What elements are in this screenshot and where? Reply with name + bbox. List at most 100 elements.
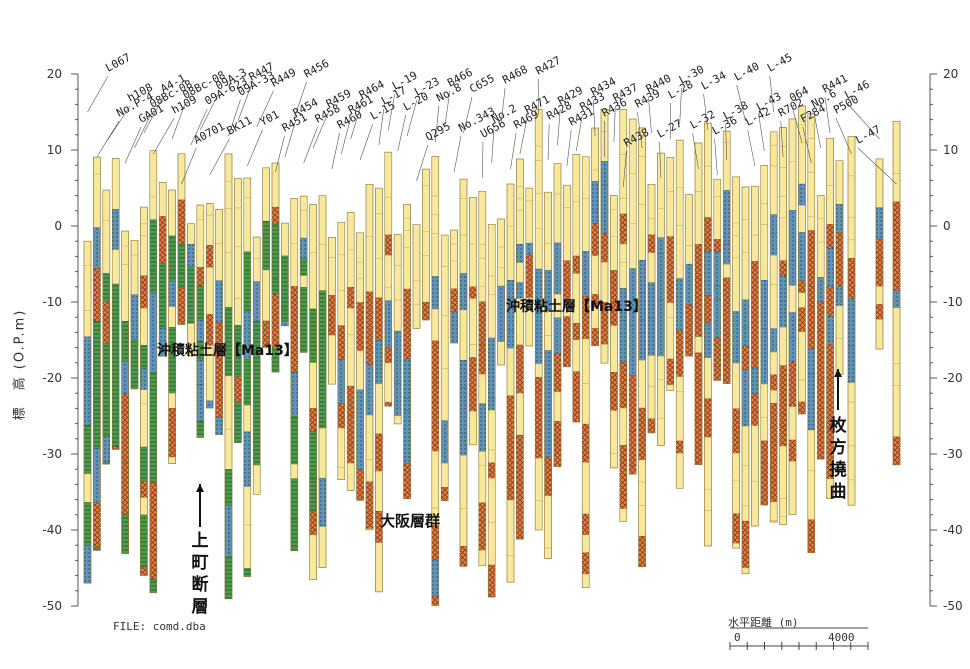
stratum-pattern bbox=[516, 345, 524, 394]
stratum-pattern bbox=[93, 502, 101, 548]
stratum-pattern bbox=[319, 290, 326, 334]
stratum-layer bbox=[732, 363, 740, 409]
stratum-layer bbox=[638, 156, 646, 205]
stratum-pattern bbox=[309, 512, 317, 535]
stratum-pattern bbox=[309, 479, 317, 513]
stratum-layer bbox=[215, 243, 223, 281]
stratum-layer bbox=[657, 379, 665, 420]
borehole-column bbox=[309, 204, 317, 580]
stratum-layer bbox=[394, 299, 402, 332]
stratum-pattern bbox=[149, 482, 157, 539]
stratum-pattern bbox=[836, 204, 843, 233]
stratum-pattern bbox=[525, 243, 533, 255]
borehole-leader-line bbox=[491, 126, 495, 164]
stratum-pattern bbox=[178, 244, 185, 258]
borehole-outline bbox=[346, 212, 355, 491]
borehole-outline bbox=[375, 187, 383, 593]
stratum-layer bbox=[497, 218, 505, 248]
stratum-layer bbox=[469, 197, 477, 245]
stratum-layer bbox=[140, 403, 148, 448]
borehole-column bbox=[469, 197, 477, 446]
stratum-pattern bbox=[178, 257, 185, 273]
stratum-pattern bbox=[84, 502, 91, 546]
stratum-pattern bbox=[488, 565, 496, 598]
borehole-leader-line bbox=[416, 144, 429, 182]
stratum-pattern bbox=[102, 408, 110, 437]
stratum-pattern bbox=[507, 280, 514, 299]
stratum-layer bbox=[647, 355, 656, 387]
stratum-layer bbox=[121, 264, 129, 322]
stratum-pattern bbox=[450, 288, 458, 312]
stratum-pattern bbox=[582, 424, 590, 463]
stratum-pattern bbox=[319, 478, 326, 527]
borehole-label: Q295 bbox=[423, 120, 453, 144]
stratum-layer bbox=[535, 228, 543, 270]
stratum-layer bbox=[478, 550, 486, 566]
stratum-layer bbox=[243, 405, 252, 433]
borehole-leader-line bbox=[87, 75, 109, 113]
stratum-layer bbox=[187, 223, 195, 245]
borehole-leader-line bbox=[679, 87, 682, 125]
y-tick-label-right: -10 bbox=[943, 295, 963, 309]
stratum-pattern bbox=[695, 352, 702, 382]
stratum-pattern bbox=[760, 476, 768, 506]
stratum-pattern bbox=[431, 382, 439, 402]
stratum-layer bbox=[610, 453, 618, 469]
borehole-outline bbox=[309, 204, 317, 580]
stratum-pattern bbox=[619, 394, 627, 409]
stratum-layer bbox=[111, 158, 120, 210]
stratum-pattern bbox=[704, 251, 712, 296]
stratum-layer bbox=[535, 160, 543, 194]
stratum-pattern bbox=[601, 161, 608, 186]
stratum-layer bbox=[732, 222, 740, 236]
borehole-outline bbox=[798, 105, 806, 415]
borehole-outline bbox=[412, 224, 421, 329]
borehole-column bbox=[290, 198, 299, 551]
stratum-layer bbox=[760, 224, 768, 281]
hirakata-char-3: 撓 bbox=[829, 460, 847, 480]
stratum-pattern bbox=[591, 211, 599, 224]
stratum-pattern bbox=[535, 313, 543, 364]
borehole-column bbox=[271, 162, 280, 373]
borehole-outline bbox=[215, 209, 223, 436]
stratum-pattern bbox=[554, 317, 561, 354]
stratum-layer bbox=[666, 317, 674, 360]
stratum-pattern bbox=[281, 255, 289, 274]
stratum-layer bbox=[657, 152, 665, 209]
stratum-layer bbox=[835, 305, 844, 339]
borehole-outline bbox=[281, 222, 289, 327]
stratum-layer bbox=[375, 542, 383, 593]
stratum-layer bbox=[847, 382, 856, 403]
stratum-pattern bbox=[798, 280, 806, 293]
stratum-layer bbox=[478, 286, 486, 302]
stratum-layer bbox=[300, 210, 308, 239]
stratum-layer bbox=[431, 308, 439, 342]
borehole-column bbox=[892, 120, 901, 466]
stratum-pattern bbox=[770, 374, 778, 391]
stratum-pattern bbox=[554, 421, 561, 467]
stratum-pattern bbox=[102, 301, 110, 344]
stratum-layer bbox=[760, 203, 768, 225]
stratum-pattern bbox=[403, 410, 411, 464]
stratum-layer bbox=[875, 319, 884, 350]
borehole-leader-line bbox=[692, 132, 699, 170]
stratum-pattern bbox=[84, 382, 91, 426]
borehole-column bbox=[638, 127, 646, 568]
stratum-pattern bbox=[356, 435, 364, 470]
stratum-pattern bbox=[629, 325, 637, 376]
stratum-layer bbox=[770, 351, 778, 375]
stratum-layer bbox=[704, 165, 712, 218]
borehole-outline bbox=[384, 151, 393, 407]
borehole-column bbox=[215, 209, 223, 436]
stratum-pattern bbox=[225, 328, 232, 376]
borehole-column bbox=[657, 152, 665, 446]
stratum-layer bbox=[431, 156, 439, 197]
y-tick-label-right: -30 bbox=[943, 447, 963, 461]
stratum-layer bbox=[290, 464, 298, 479]
stratum-layer bbox=[760, 417, 768, 442]
borehole-leader-line bbox=[359, 123, 373, 161]
stratum-layer bbox=[553, 391, 562, 422]
stratum-layer bbox=[798, 142, 806, 185]
stratum-pattern bbox=[159, 216, 167, 264]
stratum-pattern bbox=[206, 400, 214, 409]
